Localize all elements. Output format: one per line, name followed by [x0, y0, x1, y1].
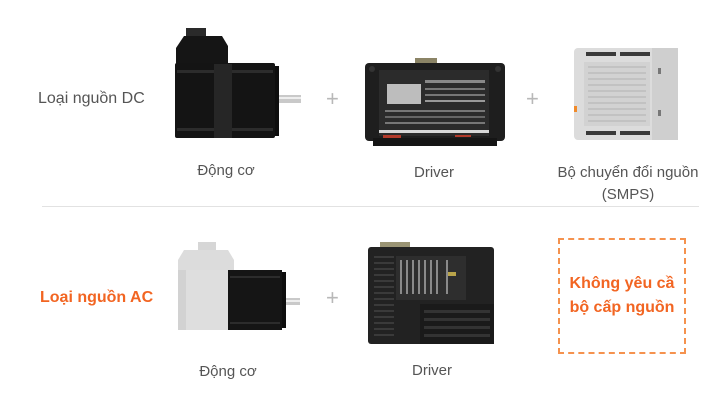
ac-driver-caption: Driver: [412, 362, 452, 379]
servo-driver-ac-icon: [368, 242, 494, 344]
dc-motor-caption: Động cơ: [197, 162, 255, 179]
note-text: Không yêu cầ bộ cấp nguồn: [570, 272, 675, 320]
plus-icon: +: [326, 285, 339, 310]
no-power-supply-note: Không yêu cầ bộ cấp nguồn: [558, 238, 686, 354]
plus-icon: +: [326, 86, 339, 111]
smps-caption-line1: Bộ chuyển đổi nguồn: [557, 164, 699, 181]
dc-row-label: Loại nguồn DC: [38, 90, 145, 107]
note-line2: bộ cấp nguồn: [569, 299, 675, 316]
section-divider: [42, 206, 699, 207]
power-supply-smps-icon: [574, 48, 678, 140]
smps-caption-line2: (SMPS): [601, 186, 655, 203]
plus-icon: +: [526, 86, 539, 111]
ac-row-label: Loại nguồn AC: [40, 289, 154, 306]
servo-driver-dc-icon: [365, 58, 505, 146]
note-line1: Không yêu cầ: [569, 275, 675, 292]
dc-driver-caption: Driver: [414, 164, 454, 181]
servo-motor-black-icon: [170, 28, 306, 138]
smps-caption: Bộ chuyển đổi nguồn (SMPS): [548, 162, 708, 206]
servo-motor-gray-black-icon: [176, 242, 302, 330]
ac-motor-caption: Động cơ: [199, 363, 257, 380]
